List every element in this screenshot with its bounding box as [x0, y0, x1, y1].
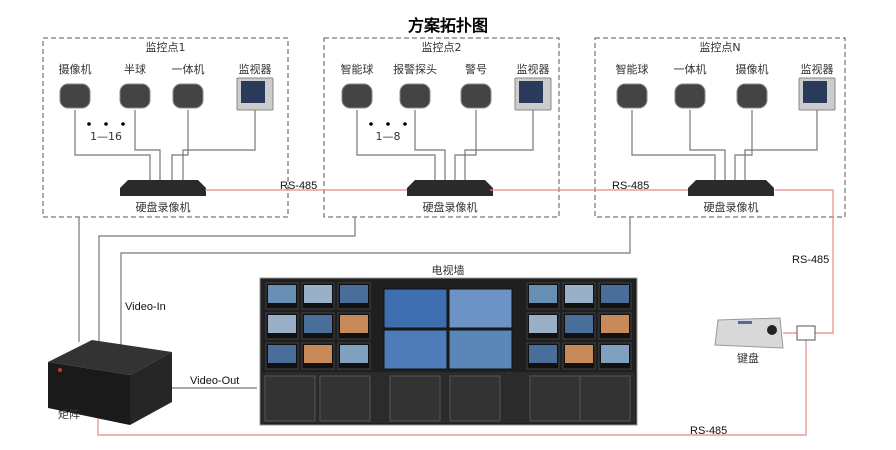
matrix-label: 矩阵 — [58, 407, 80, 421]
tvwall-label: 电视墙 — [432, 263, 465, 277]
rs485-links — [97, 189, 834, 436]
cabinet-door — [449, 375, 501, 422]
cabinet-door — [529, 375, 581, 422]
cabinet-door — [319, 375, 371, 422]
camera-icon — [119, 83, 151, 109]
device-label: 警号 — [465, 62, 487, 76]
wall-monitor — [565, 345, 593, 363]
camera-icon — [59, 83, 91, 109]
rs485-label: RS-485 — [280, 180, 317, 192]
rs485-label: RS-485 — [792, 254, 829, 266]
device-label: 智能球 — [616, 62, 649, 76]
site-2: 监控点2 智能球 报警探头 警号 监视器 1—8 硬盘录像机 — [323, 37, 560, 218]
wall-main-screen — [448, 329, 513, 370]
cabinet-door — [264, 375, 316, 422]
camera-icon — [674, 83, 706, 109]
dvr-icon — [407, 180, 493, 196]
device-label: 摄像机 — [736, 62, 769, 76]
wall-monitor — [565, 315, 593, 333]
device-label: 一体机 — [674, 62, 707, 76]
wall-main-screen — [383, 288, 448, 329]
dvr-label: 硬盘录像机 — [423, 200, 478, 214]
dvr-label: 硬盘录像机 — [136, 200, 191, 214]
wall-monitor — [601, 285, 629, 303]
wall-main-screen — [383, 329, 448, 370]
keyboard-label: 键盘 — [737, 351, 759, 365]
device-label: 半球 — [124, 62, 146, 76]
device-label: 一体机 — [172, 62, 205, 76]
wall-monitor — [268, 315, 296, 333]
wall-monitor — [340, 315, 368, 333]
wall-monitor — [601, 315, 629, 333]
wall-monitor — [268, 285, 296, 303]
video-links — [78, 217, 631, 389]
device-label: 监视器 — [239, 62, 272, 76]
video-out-label: Video-Out — [190, 375, 239, 387]
camera-icon — [616, 83, 648, 109]
wall-monitor — [268, 345, 296, 363]
rs485-label: RS-485 — [690, 425, 727, 437]
wall-monitor — [601, 345, 629, 363]
wall-monitor — [304, 285, 332, 303]
wall-monitor — [340, 345, 368, 363]
matrix-device — [48, 340, 172, 425]
dvr-icon — [120, 180, 206, 196]
rs485-splitter — [796, 325, 816, 341]
device-label: 报警探头 — [393, 62, 437, 76]
wall-main-screen — [448, 288, 513, 329]
count-label: 1—8 — [376, 130, 401, 143]
cabinet-door — [389, 375, 441, 422]
site-label: 监控点1 — [146, 40, 186, 54]
camera-icon — [399, 83, 431, 109]
device-label: 摄像机 — [59, 62, 92, 76]
dvr-icon — [688, 180, 774, 196]
wall-monitor — [529, 345, 557, 363]
camera-icon — [460, 83, 492, 109]
count-label: 1—16 — [90, 130, 122, 143]
site-1: 监控点1 摄像机 半球 一体机 监视器 1—16 硬盘录像机 — [42, 37, 289, 218]
site-label: 监控点2 — [422, 40, 462, 54]
dvr-label: 硬盘录像机 — [704, 200, 759, 214]
camera-icon — [736, 83, 768, 109]
site-label: 监控点N — [699, 40, 740, 54]
device-label: 智能球 — [341, 62, 374, 76]
keyboard-device — [714, 317, 784, 349]
wall-monitor — [529, 285, 557, 303]
wall-monitor — [565, 285, 593, 303]
wall-monitor — [529, 315, 557, 333]
camera-icon — [341, 83, 373, 109]
rs485-label: RS-485 — [612, 180, 649, 192]
tv-wall — [259, 277, 638, 426]
device-label: 监视器 — [517, 62, 550, 76]
camera-icon — [172, 83, 204, 109]
diagram-title: 方案拓扑图 — [408, 16, 488, 35]
wall-monitor — [340, 285, 368, 303]
cabinet-door — [579, 375, 631, 422]
video-in-label: Video-In — [125, 301, 166, 313]
wall-monitor — [304, 345, 332, 363]
device-label: 监视器 — [801, 62, 834, 76]
wall-monitor — [304, 315, 332, 333]
